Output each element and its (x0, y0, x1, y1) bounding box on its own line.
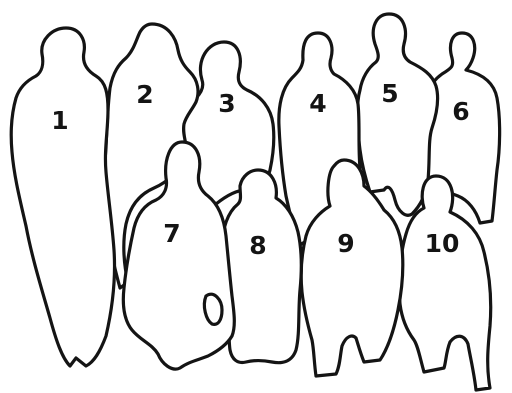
label-figure-2: 2 (136, 80, 153, 109)
label-figure-7: 7 (163, 219, 180, 248)
label-figure-5: 5 (381, 79, 398, 108)
label-figure-8: 8 (249, 231, 266, 260)
label-figure-10: 10 (425, 229, 460, 258)
label-figure-1: 1 (51, 106, 68, 135)
label-figure-4: 4 (309, 89, 326, 118)
figure-7-hand-detail (204, 294, 222, 324)
label-figure-3: 3 (218, 89, 235, 118)
figure-1 (11, 28, 114, 366)
label-figure-6: 6 (452, 97, 469, 126)
label-figure-9: 9 (337, 229, 354, 258)
